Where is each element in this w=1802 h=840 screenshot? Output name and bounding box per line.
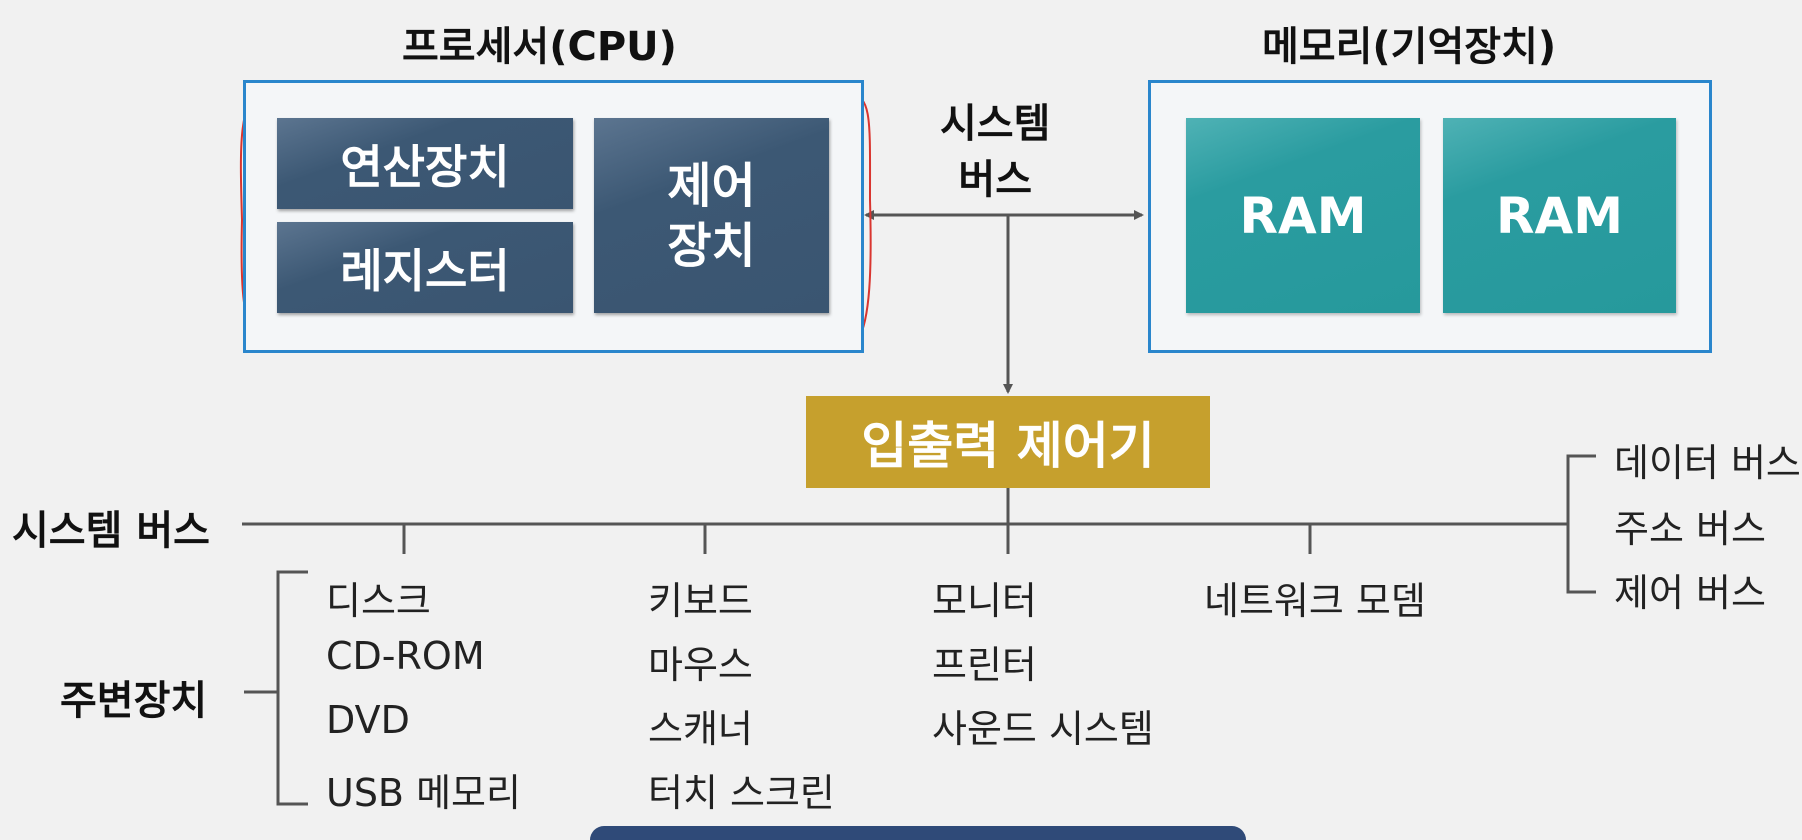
output-item-sound: 사운드 시스템 bbox=[932, 707, 1154, 751]
alu-block: 연산장치 bbox=[277, 118, 573, 209]
ram-block-2: RAM bbox=[1443, 118, 1676, 313]
system-bus-label: 시스템 버스 bbox=[12, 508, 210, 554]
output-item-printer: 프린터 bbox=[932, 643, 1037, 687]
bottom-banner-edge bbox=[590, 826, 1246, 840]
system-bus-top-label: 시스템 버스 bbox=[940, 96, 1050, 208]
input-item-keyboard: 키보드 bbox=[648, 579, 753, 623]
ram-block-1: RAM bbox=[1186, 118, 1420, 313]
bus-type-control: 제어 버스 bbox=[1614, 571, 1766, 615]
io-controller: 입출력 제어기 bbox=[806, 396, 1210, 488]
system-bus-top-line2: 버스 bbox=[958, 157, 1032, 203]
storage-item-usb: USB 메모리 bbox=[326, 771, 521, 815]
control-unit-line2: 장치 bbox=[667, 217, 756, 274]
control-unit-block: 제어 장치 bbox=[594, 118, 829, 313]
bus-type-data: 데이터 버스 bbox=[1614, 441, 1801, 485]
input-item-mouse: 마우스 bbox=[648, 643, 753, 687]
peripheral-bracket bbox=[244, 570, 308, 806]
bus-type-address: 주소 버스 bbox=[1614, 507, 1766, 551]
storage-item-cdrom: CD-ROM bbox=[326, 634, 485, 678]
network-item-modem: 네트워크 모뎀 bbox=[1204, 579, 1426, 623]
input-item-touchscreen: 터치 스크린 bbox=[648, 771, 835, 815]
peripherals-label: 주변장치 bbox=[60, 678, 208, 724]
memory-title: 메모리(기억장치) bbox=[1262, 24, 1557, 70]
storage-item-dvd: DVD bbox=[326, 698, 410, 742]
bus-types-bracket bbox=[1566, 454, 1596, 594]
cpu-title: 프로세서(CPU) bbox=[402, 24, 677, 70]
control-unit-line1: 제어 bbox=[667, 157, 756, 214]
storage-item-disk: 디스크 bbox=[326, 579, 431, 623]
register-block: 레지스터 bbox=[277, 222, 573, 313]
output-item-monitor: 모니터 bbox=[932, 579, 1037, 623]
input-item-scanner: 스캐너 bbox=[648, 707, 753, 751]
system-bus-top-line1: 시스템 bbox=[940, 101, 1051, 147]
